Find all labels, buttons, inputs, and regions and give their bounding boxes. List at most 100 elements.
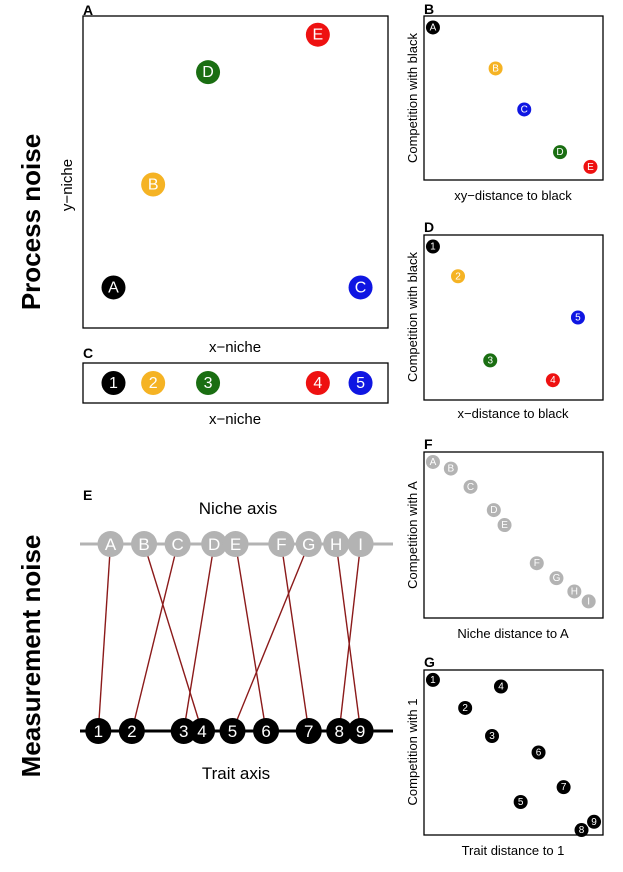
panel-a-frame <box>82 15 389 329</box>
trait-point-2: 2 <box>118 718 145 744</box>
panel-b-point-A: A <box>425 20 440 35</box>
niche-marker <box>347 531 374 557</box>
niche-point-label: F <box>276 535 286 554</box>
trait-axis-label: Trait axis <box>202 764 270 783</box>
panel-b: B xy−distance to black Competition with … <box>405 1 604 203</box>
panel-f-xlabel: Niche distance to A <box>457 626 569 641</box>
point-marker <box>488 61 503 76</box>
point-marker <box>348 371 373 395</box>
panel-b-ylabel: Competition with black <box>405 32 420 163</box>
point-label: 4 <box>550 375 556 386</box>
point-label: D <box>556 147 563 158</box>
panel-a-point-D: D <box>196 60 221 85</box>
point-marker <box>141 172 166 197</box>
point-marker <box>553 145 568 160</box>
point-marker <box>485 729 500 743</box>
panel-f: F Niche distance to A Competition with A… <box>405 436 604 641</box>
panel-d-point-1: 1 <box>425 239 440 254</box>
panel-f-point-F: F <box>529 556 544 571</box>
niche-point-label: B <box>138 535 149 554</box>
point-marker <box>425 454 440 469</box>
panel-c-xlabel: x−niche <box>209 411 261 428</box>
panel-d-point-3: 3 <box>483 353 498 368</box>
panel-f-point-B: B <box>443 461 458 476</box>
link-D-3 <box>183 543 215 732</box>
panel-g-point-5: 5 <box>513 795 528 809</box>
panel-letter-b: B <box>424 1 434 17</box>
point-label: A <box>108 279 119 296</box>
point-label: 6 <box>536 748 542 759</box>
point-marker <box>531 745 546 760</box>
panel-c-frame <box>82 362 389 404</box>
trait-point-4: 4 <box>189 718 215 744</box>
panel-g-point-1: 1 <box>425 672 440 687</box>
niche-marker <box>295 531 322 557</box>
panel-a-point-C: C <box>348 275 373 300</box>
niche-point-D: D <box>201 531 228 557</box>
panel-b-point-B: B <box>488 61 503 76</box>
point-label: C <box>521 104 528 115</box>
panel-b-point-D: D <box>553 145 568 160</box>
point-label: 5 <box>356 375 365 392</box>
link-B-4 <box>143 543 203 732</box>
link-E-6 <box>234 543 267 732</box>
niche-point-I: I <box>347 531 374 557</box>
point-label: 2 <box>455 271 461 282</box>
panel-b-point-C: C <box>517 102 532 117</box>
panel-c-point-5: 5 <box>348 371 373 395</box>
niche-point-H: H <box>323 531 350 557</box>
point-label: 2 <box>462 703 468 714</box>
point-marker <box>458 700 473 715</box>
point-label: 3 <box>204 375 213 392</box>
point-marker <box>443 461 458 476</box>
panel-g-point-7: 7 <box>556 780 571 795</box>
panel-d-ylabel: Competition with black <box>405 251 420 382</box>
niche-marker <box>201 531 228 557</box>
point-marker <box>493 679 508 694</box>
point-marker <box>587 814 602 829</box>
panel-f-point-I: I <box>581 594 596 609</box>
point-marker <box>486 503 501 518</box>
point-label: B <box>448 464 455 475</box>
point-label: B <box>148 176 159 193</box>
panel-a-point-A: A <box>101 275 126 300</box>
point-label: E <box>587 162 594 173</box>
trait-marker <box>295 718 322 744</box>
link-I-8 <box>338 543 362 732</box>
point-label: I <box>587 596 590 607</box>
point-label: H <box>571 586 578 597</box>
niche-axis-label: Niche axis <box>199 499 277 518</box>
trait-point-label: 6 <box>261 722 270 741</box>
panel-b-points: A B C D E <box>425 20 598 174</box>
point-label: D <box>202 64 214 81</box>
panel-f-point-C: C <box>463 479 478 494</box>
trait-marker <box>347 718 374 744</box>
panel-g-point-9: 9 <box>587 814 602 829</box>
panel-d-point-5: 5 <box>570 310 585 325</box>
point-label: F <box>534 558 540 569</box>
panel-d-frame <box>423 234 604 401</box>
point-marker <box>529 556 544 571</box>
panel-d-xlabel: x−distance to black <box>458 406 569 421</box>
niche-marker <box>222 531 249 557</box>
point-label: 5 <box>518 797 524 808</box>
trait-marker <box>170 718 197 744</box>
niche-point-label: E <box>230 535 241 554</box>
trait-point-label: 9 <box>356 722 365 741</box>
point-label: C <box>355 279 367 296</box>
point-marker <box>463 479 478 494</box>
panel-letter-e: E <box>83 487 92 503</box>
panel-g-point-2: 2 <box>458 700 473 715</box>
panel-letter-f: F <box>424 436 433 452</box>
row-label-measurement-noise: Measurement noise <box>16 535 46 778</box>
trait-marker <box>189 718 215 744</box>
link-H-9 <box>335 543 362 732</box>
trait-marker <box>326 718 353 744</box>
niche-point-label: D <box>208 535 220 554</box>
row-label-process-noise: Process noise <box>16 134 46 310</box>
panel-f-point-G: G <box>549 571 564 586</box>
panel-a-ylabel: y−niche <box>59 159 76 211</box>
panel-g-frame <box>423 669 604 836</box>
